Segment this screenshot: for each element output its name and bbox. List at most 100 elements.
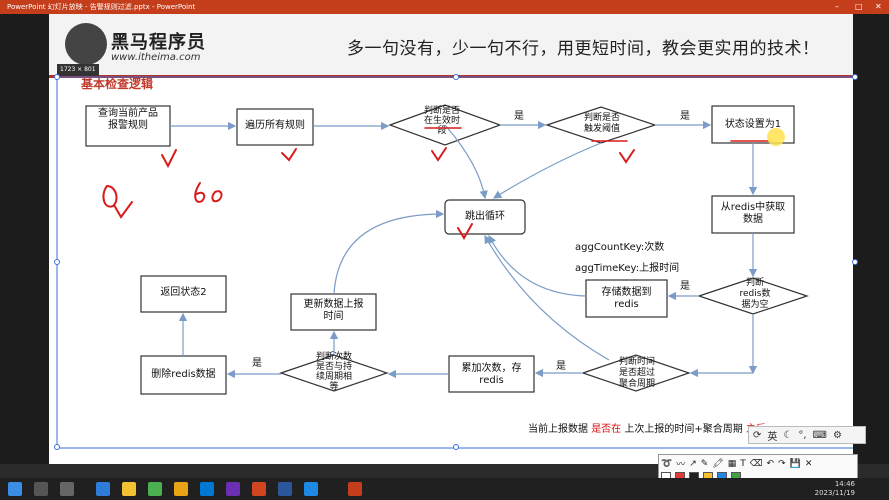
lasso-icon[interactable]: ➰ [661, 458, 673, 469]
dimension-readout: 1723 × 801 [57, 64, 99, 76]
clock-time: 14:46 [834, 480, 855, 488]
node-n15-shape [290, 293, 377, 331]
note-bottom-c: 上次上报的时间+聚合周期 [624, 424, 743, 435]
left-letterbox [0, 14, 49, 464]
ink-six [194, 182, 206, 203]
node-n10-shape [581, 354, 691, 392]
keyboard-icon[interactable]: ⌨ [812, 429, 827, 441]
ink-zero [102, 185, 118, 208]
explorer-icon[interactable] [122, 482, 136, 496]
ime-toolbar[interactable]: ⟳ 英 ☾ °, ⌨ ⚙ [748, 426, 866, 444]
powerpoint-icon[interactable] [348, 482, 362, 496]
node-n1[interactable]: 查询当前产品报警规则 [98, 108, 158, 131]
app-icon-1[interactable] [174, 482, 188, 496]
eraser-icon[interactable]: ⌫ [749, 458, 763, 469]
node-n9-shape [585, 279, 668, 318]
node-n11-shape [448, 355, 535, 393]
logo-url: www.itheima.com [111, 52, 201, 63]
resize-handle-ml[interactable] [54, 259, 60, 265]
edge-yes-2: 是 [680, 111, 690, 122]
punctuation-icon[interactable]: °, [798, 429, 807, 441]
app-icon-2[interactable] [200, 482, 214, 496]
settings-icon[interactable]: ⚙ [832, 429, 842, 441]
node-n13[interactable]: 删除redis数据 [151, 369, 216, 380]
edge-icon[interactable] [96, 482, 110, 496]
node-n12[interactable]: 判断次数是否与持续周期相等 [315, 352, 352, 392]
close-icon[interactable]: ✕ [875, 2, 882, 11]
system-clock: 14:46 2023/11/19 [815, 480, 855, 498]
search-icon[interactable] [34, 482, 48, 496]
minimize-icon[interactable]: – [835, 2, 839, 11]
app-icon-4[interactable] [252, 482, 266, 496]
node-n14[interactable]: 返回状态2 [160, 287, 207, 298]
resize-handle-bl[interactable] [54, 444, 60, 450]
edge-yes-5: 是 [252, 358, 262, 369]
check-mark-1 [161, 149, 177, 169]
logo-text: 黑马程序员 [111, 32, 206, 53]
windows-taskbar: 14:46 2023/11/19 [0, 478, 889, 500]
edge-yes-1: 是 [514, 111, 524, 122]
edge-yes-4: 是 [556, 361, 566, 372]
moon-icon[interactable]: ☾ [783, 429, 793, 441]
window-controls: – □ ✕ [835, 0, 883, 14]
node-n5[interactable]: 状态设置为1 [724, 119, 782, 130]
note-bottom-a: 当前上报数据 [528, 424, 588, 435]
save-icon[interactable]: 💾 [789, 458, 801, 469]
node-n15[interactable]: 更新数据上报时间 [303, 299, 364, 322]
ink-zero-2 [211, 190, 223, 203]
app-icon-3[interactable] [226, 482, 240, 496]
chrome-icon[interactable] [148, 482, 162, 496]
redo-icon[interactable]: ↷ [778, 458, 786, 469]
curve-icon[interactable]: 〰 [676, 460, 686, 470]
node-n12-shape [279, 354, 389, 392]
slide-title: 基本检查逻辑 [81, 77, 154, 91]
note-bottom-b: 是否在 [591, 424, 622, 435]
arrow-tool-icon[interactable]: ↗ [689, 458, 697, 469]
maximize-icon[interactable]: □ [855, 2, 863, 11]
node-n7[interactable]: 从redis中获取数据 [720, 202, 786, 225]
resize-handle-tm[interactable] [453, 74, 459, 80]
check-mark-5 [457, 223, 473, 240]
check-mark-6 [113, 201, 133, 219]
resize-handle-mr[interactable] [852, 259, 858, 265]
start-icon[interactable] [8, 482, 22, 496]
ime-refresh-icon[interactable]: ⟳ [753, 429, 762, 441]
resize-handle-bm[interactable] [453, 444, 459, 450]
highlighter-icon[interactable]: 🖍 [712, 458, 724, 469]
pen-icon[interactable]: ✎ [700, 458, 709, 469]
check-mark-3 [431, 147, 447, 162]
resize-handle-tl[interactable] [54, 74, 60, 80]
undo-icon[interactable]: ↶ [766, 458, 775, 469]
grid-icon[interactable]: ▦ [727, 458, 737, 469]
horse-logo-icon [65, 23, 107, 65]
node-n10[interactable]: 判断时间是否超过聚合周期 [618, 357, 655, 389]
node-n2[interactable]: 遍历所有规则 [245, 120, 305, 131]
node-n8-shape [697, 277, 809, 315]
pointer-highlight [767, 128, 785, 146]
node-n13-shape [140, 355, 227, 395]
node-n4[interactable]: 判断是否触发阈值 [583, 113, 620, 134]
app-icon-6[interactable] [304, 482, 318, 496]
ime-lang[interactable]: 英 [767, 431, 778, 443]
node-n6[interactable]: 跳出循环 [465, 211, 505, 222]
node-n2-shape [236, 108, 314, 146]
text-tool-icon[interactable]: T [740, 458, 746, 469]
node-n14-shape [140, 275, 227, 313]
slide-banner: 黑马程序员 www.itheima.com 多一句没有，少一句不行，用更短时间，… [49, 14, 853, 76]
app-icon-5[interactable] [278, 482, 292, 496]
slogan: 多一句没有，少一句不行，用更短时间，教会更实用的技术！ [347, 39, 820, 59]
check-mark-2 [281, 148, 297, 162]
toolbar-close-icon[interactable]: ✕ [804, 458, 813, 469]
note-agg-count: aggCountKey:次数 [575, 242, 665, 253]
node-n6-shape [444, 199, 526, 235]
task-view-icon[interactable] [60, 482, 74, 496]
resize-handle-tr[interactable] [852, 74, 858, 80]
window-title: PowerPoint 幻灯片放映 - 告警规则过滤.pptx - PowerPo… [7, 3, 196, 11]
clock-date: 2023/11/19 [814, 489, 855, 497]
node-n3[interactable]: 判断是否在生效时段 [423, 106, 460, 136]
